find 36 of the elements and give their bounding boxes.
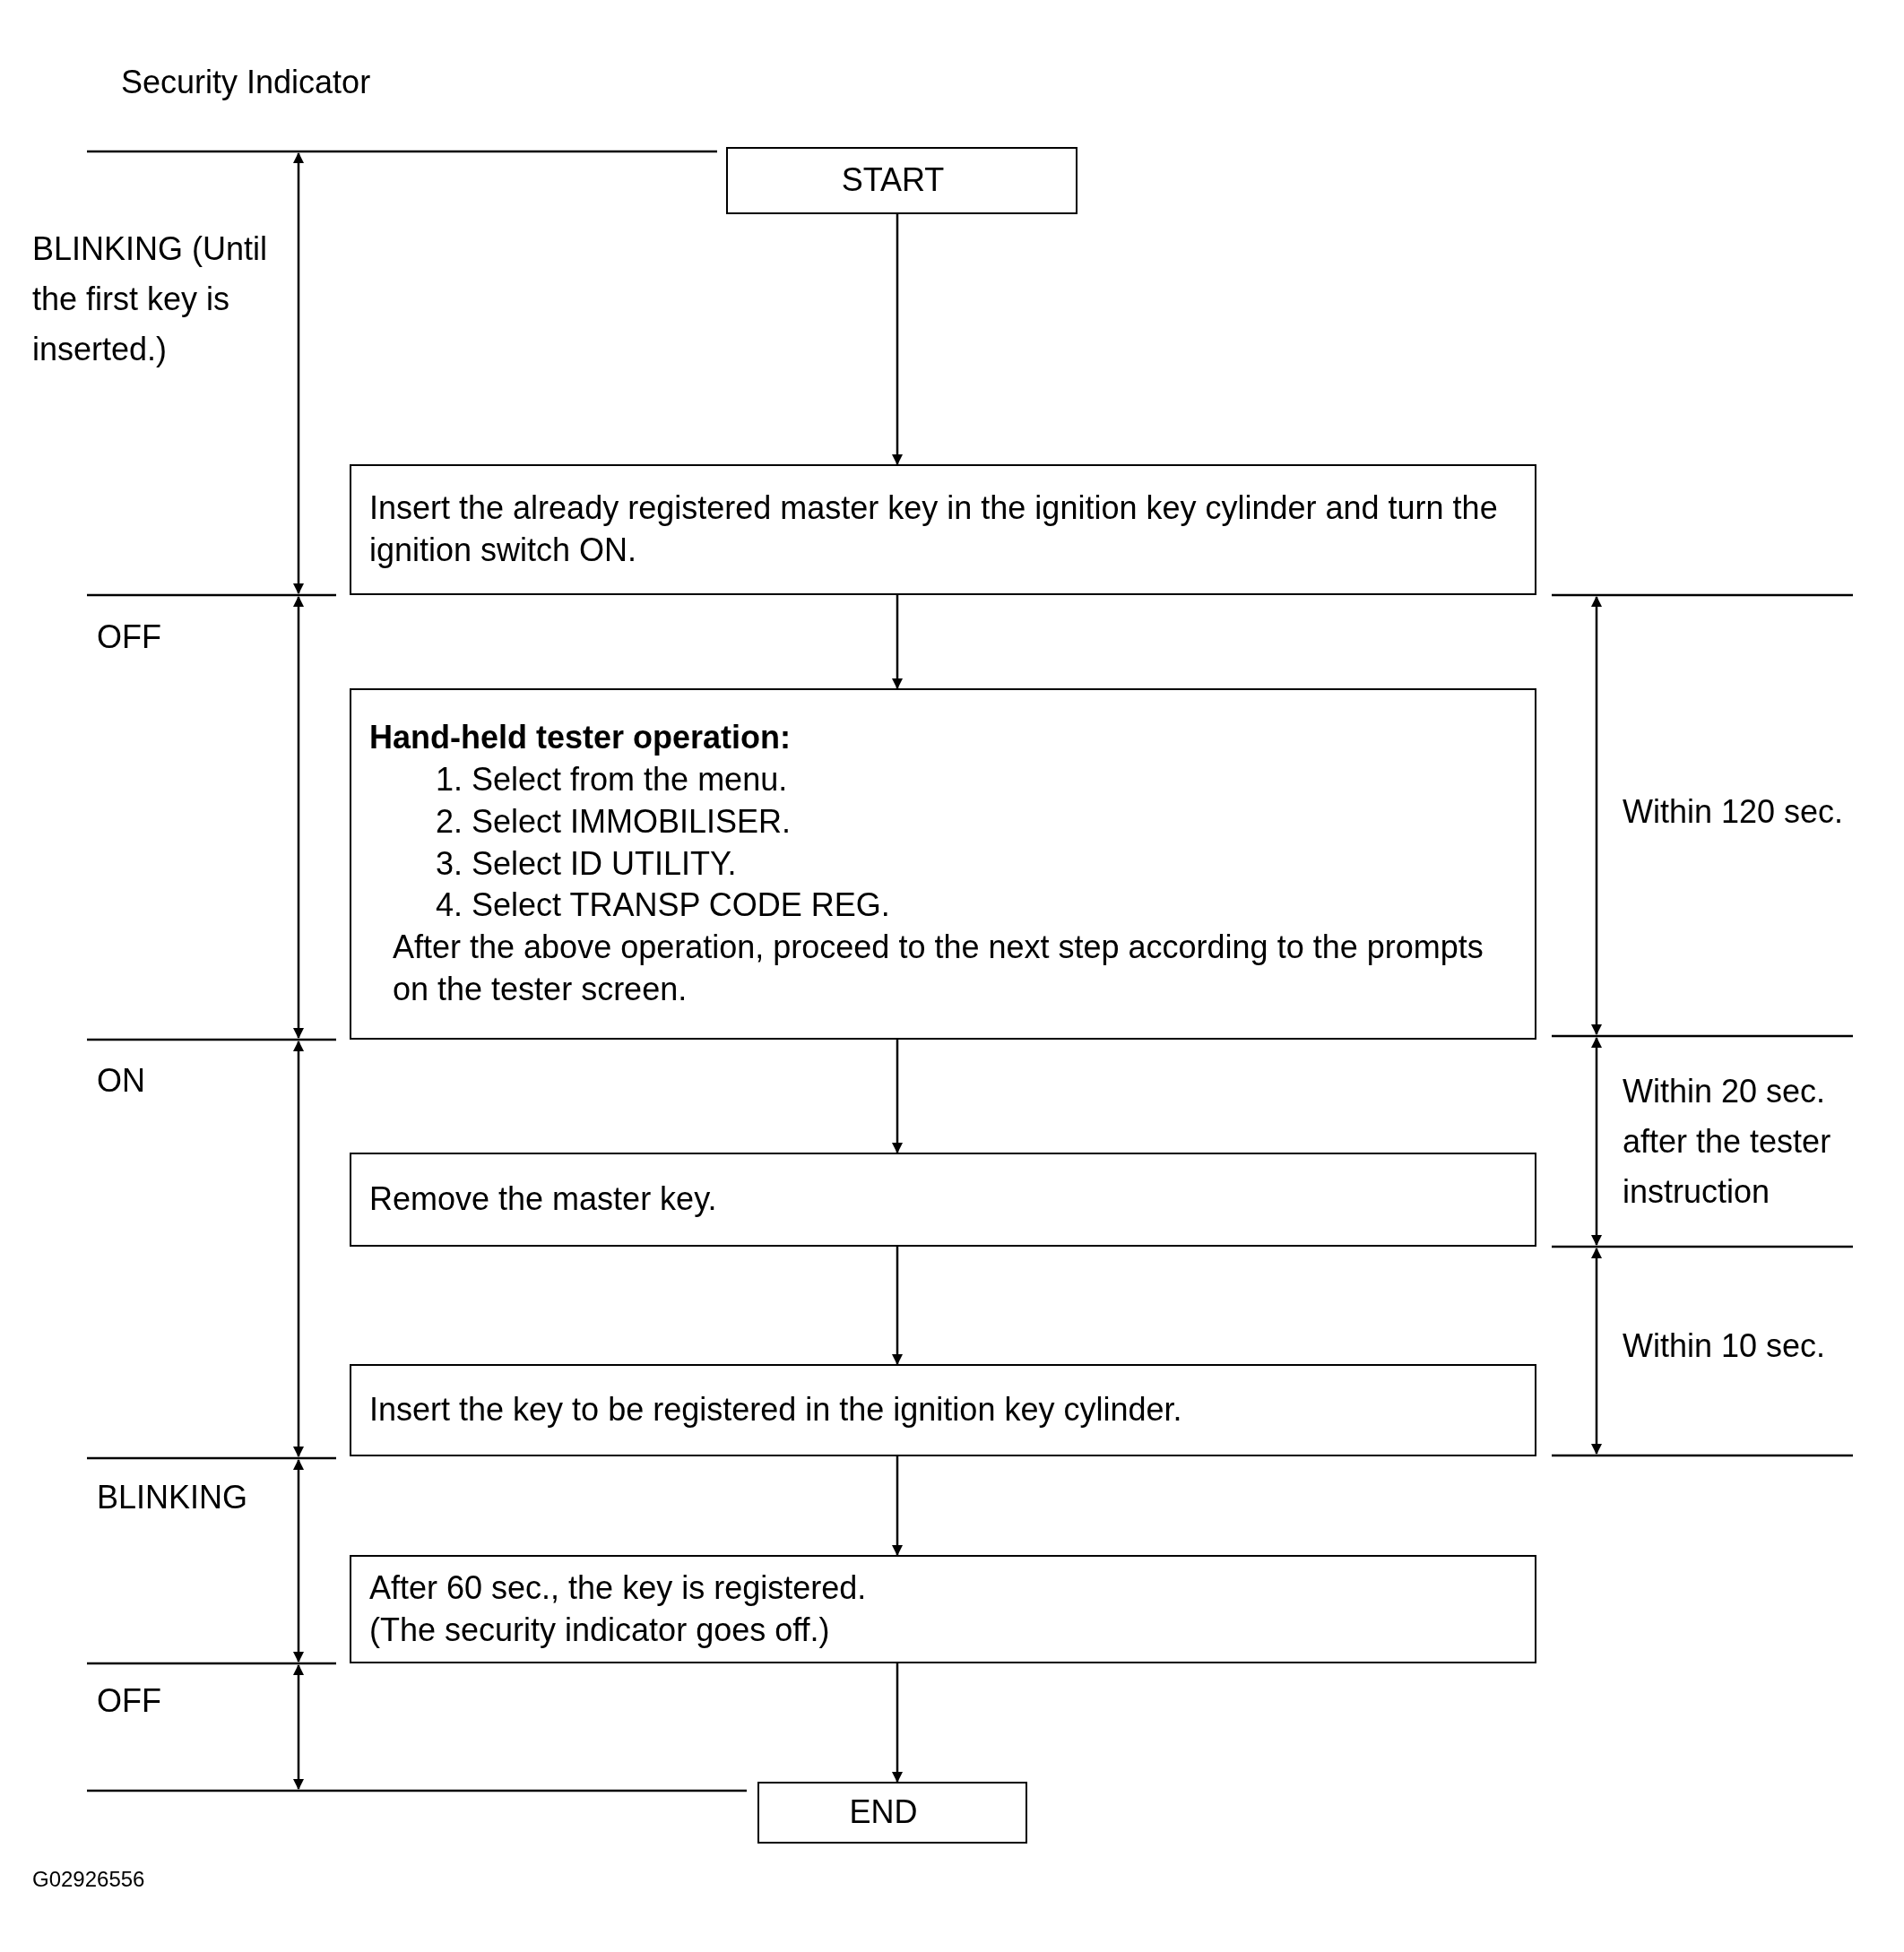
arrow bbox=[892, 1663, 903, 1783]
process-box bbox=[757, 1782, 1027, 1844]
arrow bbox=[892, 1040, 903, 1153]
time-limit-label: Within 10 sec. bbox=[1623, 1326, 1827, 1366]
process-box bbox=[350, 688, 1536, 1040]
figure-code: G02926556 bbox=[32, 1866, 146, 1893]
state-label: ON bbox=[97, 1061, 146, 1101]
step-text: 4. Select TRANSP CODE REG. bbox=[435, 885, 891, 926]
arrow bbox=[892, 595, 903, 689]
step-text: Hand-held tester operation: bbox=[369, 718, 792, 758]
step-text: After the above operation, proceed to the next step according to the prompts on the tester screen. bbox=[392, 928, 1484, 1009]
step-text: 3. Select ID UTILITY. bbox=[435, 843, 738, 884]
state-label: BLINKING bbox=[97, 1478, 249, 1517]
process-box bbox=[350, 1364, 1536, 1456]
state-label: OFF bbox=[97, 1681, 162, 1721]
step-text: END bbox=[848, 1792, 919, 1833]
step-text: START bbox=[840, 160, 946, 201]
step-text: (The security indicator goes off.) bbox=[369, 1610, 831, 1650]
diagram-title: Security Indicator bbox=[121, 63, 371, 102]
arrow bbox=[892, 1456, 903, 1556]
process-box bbox=[350, 1555, 1536, 1663]
step-text: 1. Select from the menu. bbox=[435, 760, 789, 799]
process-box bbox=[350, 464, 1536, 595]
step-text: Insert the key to be registered in the ignition key cylinder. bbox=[369, 1390, 1183, 1430]
step-text: 2. Select IMMOBILISER. bbox=[435, 801, 792, 842]
step-text: Insert the already registered master key in the ignition key cylinder and turn the ignition switch ON. bbox=[369, 488, 1499, 570]
step-text: Remove the master key. bbox=[369, 1179, 718, 1220]
state-label: OFF bbox=[97, 618, 162, 657]
state-label: BLINKING (Until the first key is inserted.) bbox=[32, 229, 269, 369]
process-box bbox=[726, 147, 1077, 214]
arrow bbox=[892, 214, 903, 465]
process-box bbox=[350, 1153, 1536, 1247]
step-text: After 60 sec., the key is registered. bbox=[369, 1568, 868, 1608]
time-limit-label: Within 120 sec. bbox=[1623, 792, 1845, 832]
time-limit-label: Within 20 sec. after the tester instruction bbox=[1623, 1072, 1832, 1212]
arrow bbox=[892, 1247, 903, 1365]
